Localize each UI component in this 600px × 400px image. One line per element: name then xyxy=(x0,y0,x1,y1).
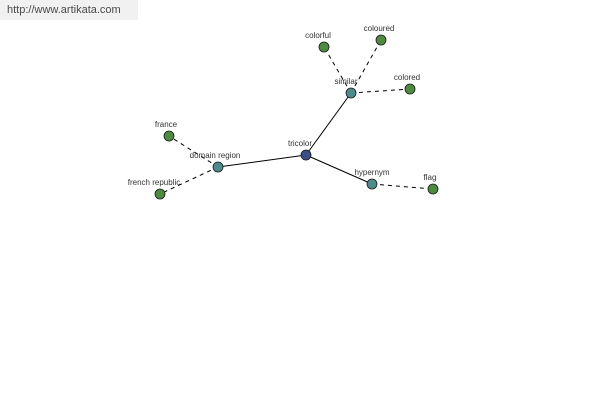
watermark-bar: http://www.artikata.com xyxy=(0,0,138,20)
node-label-domain-region[interactable]: domain region xyxy=(190,151,241,160)
node-label-france[interactable]: france xyxy=(155,120,178,129)
node-tricolor[interactable] xyxy=(300,149,312,161)
edge-similar-colored xyxy=(350,88,411,94)
edge-similar-coloured xyxy=(350,39,382,94)
watermark-url: http://www.artikata.com xyxy=(7,4,121,16)
node-france[interactable] xyxy=(163,130,175,142)
node-label-french-republic[interactable]: french republic xyxy=(128,178,180,187)
node-domain-region[interactable] xyxy=(212,161,224,173)
node-label-similar[interactable]: similar xyxy=(334,77,357,86)
edge-tricolor-domain-region xyxy=(217,154,307,168)
node-coloured[interactable] xyxy=(375,34,387,46)
node-label-hypernym[interactable]: hypernym xyxy=(354,168,389,177)
node-label-colored[interactable]: colored xyxy=(394,73,420,82)
edge-domain-region-france xyxy=(168,135,219,168)
node-similar[interactable] xyxy=(345,87,357,99)
node-colored[interactable] xyxy=(404,83,416,95)
edge-similar-colorful xyxy=(323,46,352,94)
edge-hypernym-flag xyxy=(371,183,434,190)
node-label-colorful[interactable]: colorful xyxy=(305,31,331,40)
node-label-coloured[interactable]: coloured xyxy=(364,24,395,33)
edge-tricolor-similar xyxy=(305,92,352,156)
node-flag[interactable] xyxy=(427,183,439,195)
node-hypernym[interactable] xyxy=(366,178,378,190)
node-label-flag[interactable]: flag xyxy=(424,173,437,182)
node-label-tricolor[interactable]: tricolor xyxy=(288,139,312,148)
edge-tricolor-hypernym xyxy=(305,154,373,185)
node-french-republic[interactable] xyxy=(154,188,166,200)
edge-domain-region-french-republic xyxy=(159,166,219,195)
node-colorful[interactable] xyxy=(318,41,330,53)
